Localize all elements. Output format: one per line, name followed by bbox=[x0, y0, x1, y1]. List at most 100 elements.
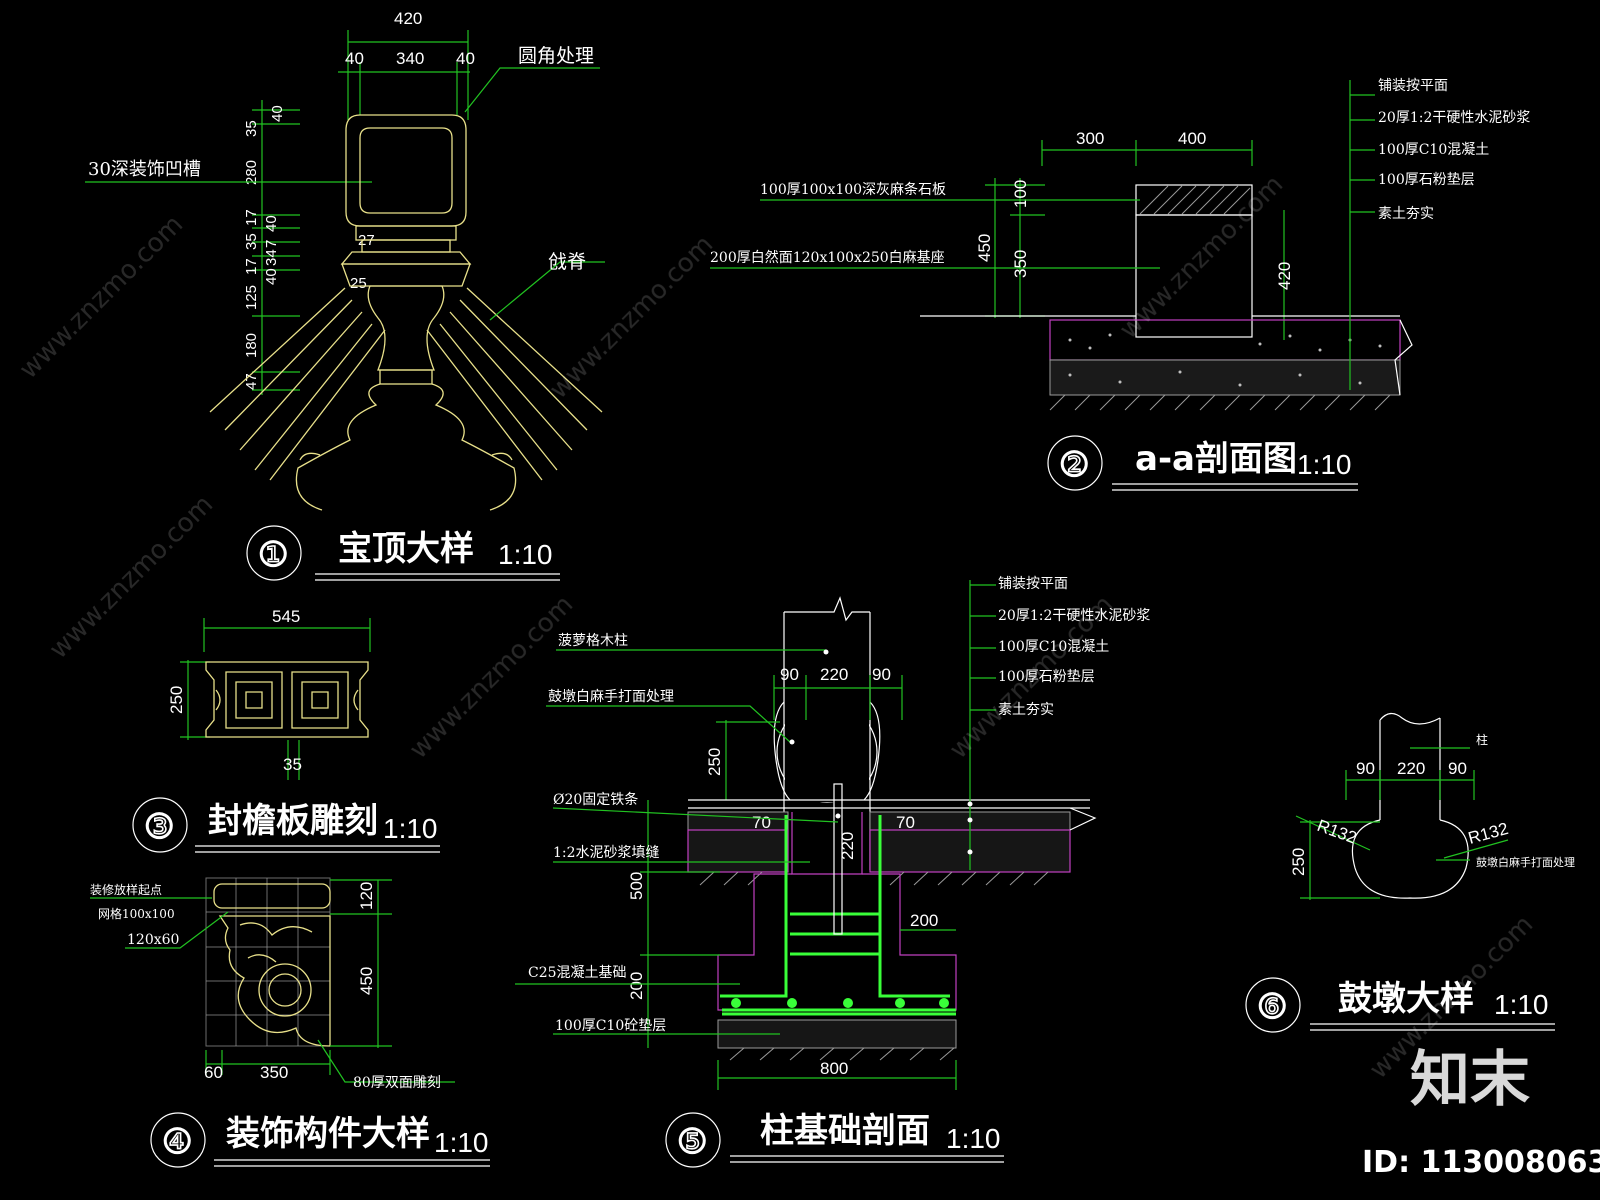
d5-note-footing: C25混凝土基础 bbox=[528, 964, 627, 981]
d4-title-number: ④ bbox=[162, 1122, 192, 1162]
d1-note-groove: 30深装饰凹槽 bbox=[88, 159, 201, 180]
d1-title-number: ① bbox=[258, 535, 288, 575]
detail-4-bracket: 120 450 60 350 装修放样起点 网格100x100 120x60 8… bbox=[90, 877, 490, 1168]
d5-note-concrete: 100厚C10混凝土 bbox=[998, 639, 1109, 655]
d1-dim-40a: 40 bbox=[345, 49, 364, 68]
detail-2-section: 300 400 100 450 350 420 bbox=[710, 78, 1530, 491]
d2-title: a-a剖面图 bbox=[1135, 439, 1297, 479]
d4-dim-350: 350 bbox=[260, 1063, 288, 1082]
watermark-site: www.znzmo.com bbox=[1114, 170, 1289, 345]
d4-dim-450: 450 bbox=[357, 967, 376, 995]
d5-dim-220b: 220 bbox=[838, 832, 857, 860]
d2-title-number: ② bbox=[1059, 445, 1089, 485]
d3-dim-250: 250 bbox=[167, 686, 186, 714]
d3-dim-545: 545 bbox=[272, 607, 300, 626]
d5-dim-70a: 70 bbox=[752, 813, 771, 832]
d1-side-35: 35 bbox=[243, 120, 260, 137]
d1-side-17: 17 bbox=[243, 209, 260, 226]
d4-dim-120: 120 bbox=[357, 882, 376, 910]
d1-dim-40b: 40 bbox=[456, 49, 475, 68]
d1-dim-420: 420 bbox=[394, 9, 422, 28]
d6-title-number: ⑥ bbox=[1257, 987, 1287, 1027]
d1-note-rounded: 圆角处理 bbox=[518, 45, 594, 67]
d5-dim-220: 220 bbox=[820, 665, 848, 684]
d4-scale: 1:10 bbox=[434, 1127, 489, 1158]
d5-title-number: ⑤ bbox=[677, 1122, 707, 1162]
detail-3-eave-board: 545 250 35 ③ 封檐板雕刻 1:10 bbox=[132, 607, 440, 853]
d1-side-40c: 40 bbox=[263, 268, 280, 285]
d6-dim-90a: 90 bbox=[1356, 759, 1375, 778]
detail-5-foundation: 90 220 90 250 70 70 220 bbox=[515, 576, 1150, 1168]
d1-side-40b: 40 bbox=[263, 215, 280, 232]
d5-note-rod: Ø20固定铁条 bbox=[553, 791, 638, 808]
d2-dim-400: 400 bbox=[1178, 129, 1206, 148]
d5-note-mortar: 20厚1:2干硬性水泥砂浆 bbox=[998, 608, 1150, 624]
d1-side-17b: 17 bbox=[243, 258, 260, 275]
d5-dim-90b: 90 bbox=[872, 665, 891, 684]
d2-dim-100: 100 bbox=[1011, 180, 1030, 208]
detail-6-drum: 90 220 90 250 R132 R132 柱 鼓墩白麻手打面处理 ⑥ 鼓墩… bbox=[1245, 712, 1575, 1033]
d5-note-grout: 1:2水泥砂浆填缝 bbox=[553, 845, 660, 861]
watermark-id: ID: 1130080631 bbox=[1362, 1145, 1600, 1180]
d6-note-drum: 鼓墩白麻手打面处理 bbox=[1476, 855, 1575, 869]
d1-side-34: 34 bbox=[263, 249, 280, 266]
d3-title: 封檐板雕刻 bbox=[208, 801, 378, 841]
d1-scale: 1:10 bbox=[498, 539, 553, 570]
d2-note-concrete: 100厚C10混凝土 bbox=[1378, 142, 1489, 158]
d1-note-ridge: 戗脊 bbox=[548, 251, 586, 273]
d1-side-47: 47 bbox=[243, 373, 260, 390]
watermark-logo: 知末 bbox=[1410, 1045, 1530, 1115]
d3-scale: 1:10 bbox=[383, 813, 438, 844]
d6-dim-250: 250 bbox=[1289, 848, 1308, 876]
d2-dim-300: 300 bbox=[1076, 129, 1104, 148]
d6-scale: 1:10 bbox=[1494, 989, 1549, 1020]
d4-note-size: 120x60 bbox=[127, 932, 179, 948]
d5-dim-70b: 70 bbox=[896, 813, 915, 832]
d5-dim-500: 500 bbox=[627, 872, 646, 900]
d4-title: 装饰构件大样 bbox=[226, 1114, 430, 1154]
d5-dim-200a: 200 bbox=[627, 972, 646, 1000]
d4-note-origin: 装修放样起点 bbox=[90, 882, 162, 897]
d6-r132b: R132 bbox=[1466, 819, 1510, 848]
d3-dim-35: 35 bbox=[283, 755, 302, 774]
d1-dim-340: 340 bbox=[396, 49, 424, 68]
d5-dim-800: 800 bbox=[820, 1059, 848, 1078]
d1-side-280: 280 bbox=[243, 160, 260, 185]
d2-note-base: 200厚白然面120x100x250白麻基座 bbox=[710, 249, 945, 266]
watermark-site: www.znzmo.com bbox=[44, 490, 219, 665]
d3-title-number: ③ bbox=[144, 807, 174, 847]
d5-scale: 1:10 bbox=[946, 1123, 1001, 1154]
d5-note-column: 菠萝格木柱 bbox=[558, 633, 628, 649]
d6-r132a: R132 bbox=[1315, 816, 1360, 848]
d2-dim-450: 450 bbox=[975, 234, 994, 262]
d4-note-grid: 网格100x100 bbox=[98, 906, 175, 921]
d2-dim-420: 420 bbox=[1275, 262, 1294, 290]
d4-note-carve: 80厚双面雕刻 bbox=[353, 1075, 441, 1091]
detail-1-finial: 420 40 340 40 圆角处理 35 40 280 17 35 bbox=[85, 9, 605, 581]
d5-dim-250: 250 bbox=[705, 748, 724, 776]
d5-note-stone: 100厚石粉垫层 bbox=[998, 669, 1095, 685]
d2-note-soil: 素土夯实 bbox=[1378, 206, 1434, 222]
d5-note-soil: 素土夯实 bbox=[998, 702, 1054, 718]
d6-dim-220: 220 bbox=[1397, 759, 1425, 778]
d5-dim-200b: 200 bbox=[910, 911, 938, 930]
d6-title: 鼓墩大样 bbox=[1338, 979, 1474, 1019]
d1-title: 宝顶大样 bbox=[338, 529, 474, 569]
watermark-site: www.znzmo.com bbox=[14, 210, 189, 385]
d4-dim-60: 60 bbox=[204, 1063, 223, 1082]
d2-note-slab: 100厚100x100深灰麻条石板 bbox=[760, 181, 946, 198]
d2-note-mortar: 20厚1:2干硬性水泥砂浆 bbox=[1378, 110, 1530, 126]
d1-side-40: 40 bbox=[269, 105, 286, 122]
d6-dim-90b: 90 bbox=[1448, 759, 1467, 778]
d1-side-180: 180 bbox=[243, 333, 260, 358]
d1-side-125: 125 bbox=[243, 285, 260, 310]
watermark-site: www.znzmo.com bbox=[404, 590, 579, 765]
d5-note-paving: 铺装按平面 bbox=[998, 576, 1068, 592]
d2-note-stone: 100厚石粉垫层 bbox=[1378, 172, 1475, 188]
d1-side-35b: 35 bbox=[243, 233, 260, 250]
d6-note-column: 柱 bbox=[1476, 732, 1488, 747]
d5-note-drum: 鼓墩白麻手打面处理 bbox=[548, 688, 674, 705]
d5-note-bed: 100厚C10砼垫层 bbox=[555, 1018, 666, 1034]
d5-dim-90a: 90 bbox=[780, 665, 799, 684]
